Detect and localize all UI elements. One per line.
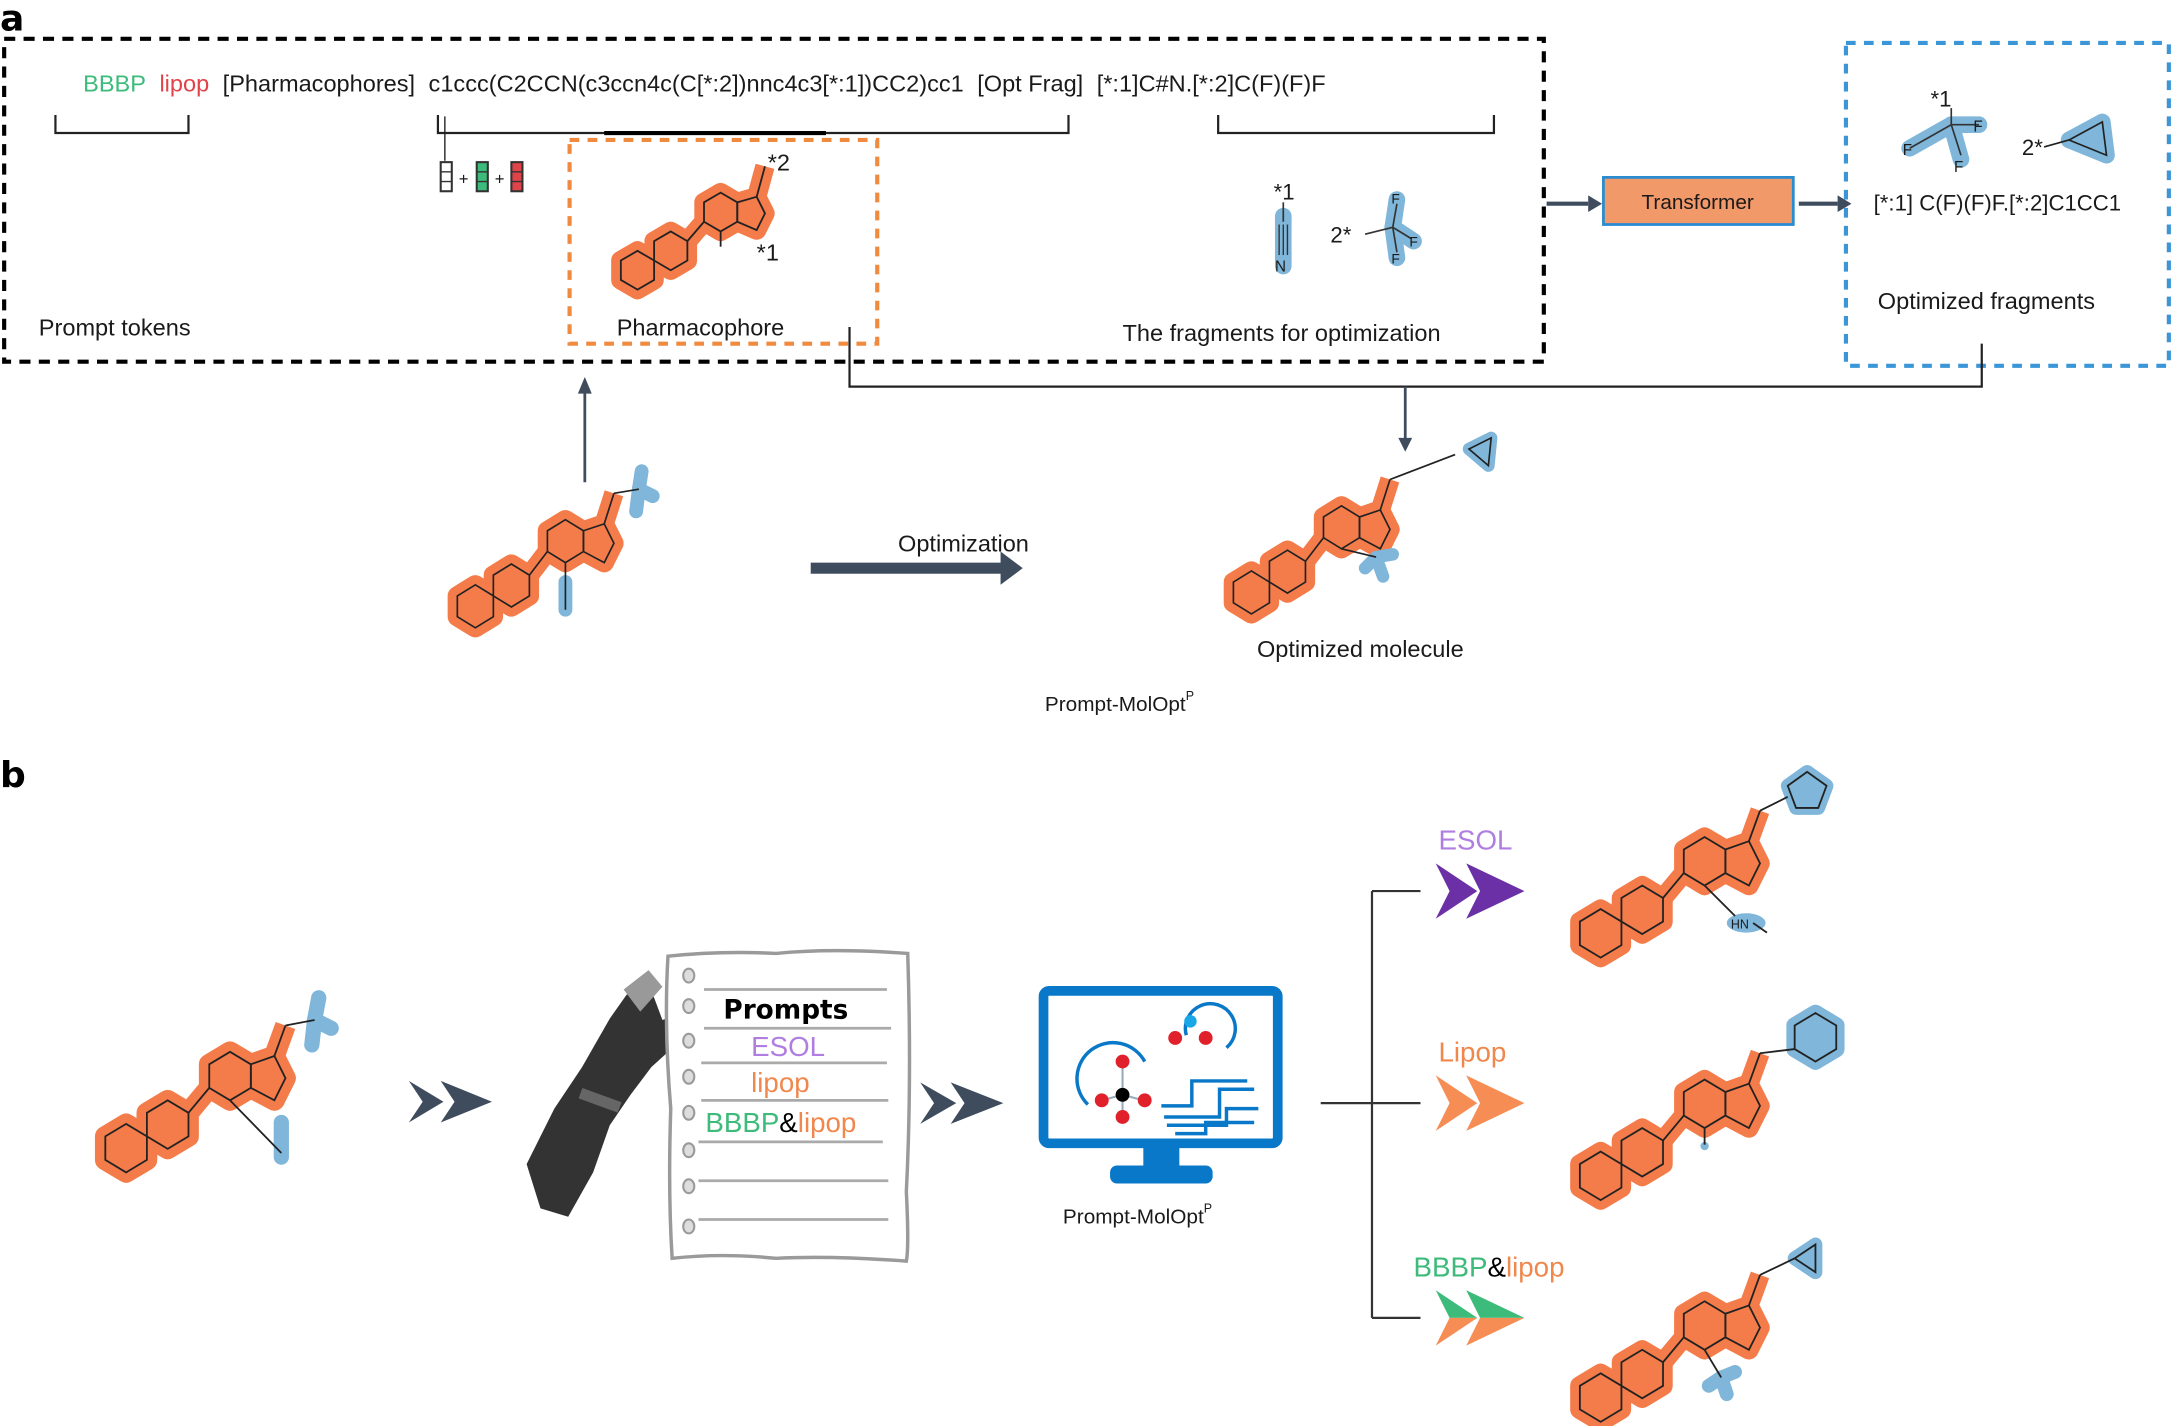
panel-b-label: b [0,755,26,796]
token-bbbp: BBBP [83,70,146,96]
prompt-item-part: & [779,1107,798,1138]
source-molecule-a [447,464,660,638]
chevron-arrow-icon [1435,863,1478,919]
token-embedding-icon: + + [439,161,524,193]
caption-prompt-tokens: Prompt tokens [39,314,191,340]
optimized-fragments-smiles: [*:1] C(F)(F)F.[*:2]C1CC1 [1874,191,2121,216]
pharmacophore-box [567,137,880,346]
chevron-arrow-icon [1466,1290,1525,1318]
prompt-item: lipop [751,1067,810,1098]
output-molecule-lipop [1570,1004,1845,1210]
source-molecule-b [94,990,339,1183]
prompt-line: BBBP lipop [Pharmacophores] c1ccc(C2CCN(… [83,70,1326,96]
prompt-item-part: lipop [798,1107,857,1138]
svg-text:2*: 2* [1330,223,1351,248]
svg-text:F: F [1391,191,1399,207]
branch-label: BBBP&lipop [1414,1251,1565,1282]
prompt-item: BBBP&lipop [705,1107,856,1138]
token-lipop: lipop [159,70,209,96]
prompt-item-part: BBBP [705,1107,779,1138]
svg-text:*1: *1 [1930,87,1951,112]
arrow-to-transformer [1546,195,1603,213]
chevron-arrow-icon [1466,1317,1525,1346]
svg-text:*1: *1 [1274,180,1295,205]
optimized-cyclopropyl: 2* [2022,113,2115,164]
svg-text:F: F [1409,234,1417,250]
pharmacophore-smiles: c1ccc(C2CCN(c3ccn4c(C[*:2])nnc4c3[*:1])C… [429,70,964,96]
bracket-fragments [1217,115,1496,135]
prompts-title: Prompts [723,996,848,1026]
chevron-arrow-icon [1435,1075,1478,1131]
model-name-b: Prompt-MolOptP [1063,1202,1212,1229]
caption-optimization: Optimization [898,531,1029,557]
caption-pharmacophore: Pharmacophore [617,314,785,340]
branch-label: ESOL [1439,825,1513,856]
branch-connector [1320,889,1421,1320]
arrow-down-to-optimized [1398,386,1413,452]
svg-text:F: F [1973,119,1982,136]
model-name-a: Prompt-MolOptP [1045,689,1194,716]
optimized-molecule-a [1223,431,1498,624]
chevron-arrow-icon [1435,1290,1478,1318]
branch-1: Lipop [1435,1037,1525,1131]
pharmacophores-tag: [Pharmacophores] [223,70,415,96]
prompt-item-part: lipop [751,1067,810,1098]
monitor-icon [1038,986,1283,1184]
branch-label: Lipop [1439,1037,1507,1068]
caption-optimized-molecule: Optimized molecule [1257,636,1464,662]
prompts-paper [664,948,912,1263]
connector-to-optimized-molecule [848,327,1983,388]
optimized-cf3: F F F *1 [1901,87,1988,176]
caption-optimized-fragments: Optimized fragments [1878,288,2095,314]
output-molecule-esol: HN [1570,764,1834,968]
svg-text:F: F [1954,159,1963,176]
svg-text:*2: *2 [768,149,790,175]
svg-text:F: F [1391,250,1399,266]
svg-text:*1: *1 [757,240,779,266]
arrow-up-to-pharmacophore [577,376,592,483]
transformer-label: Transformer [1641,191,1753,214]
fragment-smiles: [*:1]C#N.[*:2]C(F)(F)F [1097,70,1326,96]
svg-text:N: N [1275,259,1286,276]
chevron-arrow-2 [920,1082,1004,1124]
svg-text:2*: 2* [2022,135,2043,160]
transformer-box [1602,175,1795,226]
fragment-cf3: F F F 2* [1330,191,1422,266]
fragment-nitrile: N *1 [1274,180,1295,276]
caption-fragments: The fragments for optimization [1123,320,1441,346]
branch-2: BBBP&lipop [1414,1251,1565,1346]
chevron-arrow-icon [1466,1075,1525,1131]
chevron-arrow-icon [1466,863,1525,919]
robot-hand-icon [526,970,686,1217]
bracket-prompt-tokens [54,115,190,135]
branch-0: ESOL [1435,825,1525,919]
pharmacophore-molecule: *2 *1 [611,149,790,300]
opt-frag-tag: [Opt Frag] [977,70,1083,96]
output-molecule-bbbp-lipop [1570,1237,1823,1426]
bracket-pharmacophore [436,115,1070,135]
svg-text:+: + [495,169,505,188]
arrow-to-optimized-fragments [1798,195,1852,213]
prompt-item: ESOL [751,1031,825,1062]
optimization-arrow [810,551,1023,585]
chevron-arrow-1 [408,1080,492,1123]
svg-text:F: F [1903,142,1912,159]
svg-text:HN: HN [1731,917,1749,931]
panel-a-label: a [0,0,24,39]
svg-text:+: + [459,169,469,188]
prompt-item-part: ESOL [751,1031,825,1062]
